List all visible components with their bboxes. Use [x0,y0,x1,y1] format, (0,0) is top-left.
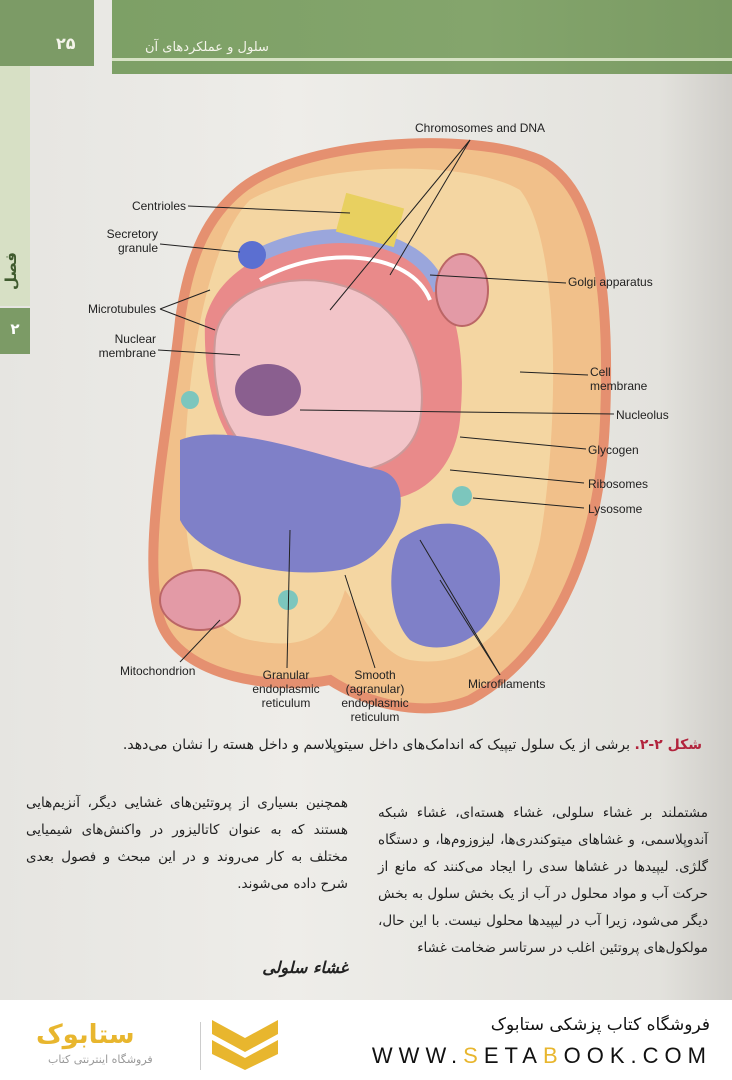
body-left-column: همچنین بسیاری از پروتئین‌های غشایی دیگر،… [26,795,348,892]
store-url[interactable]: WWW.SETABOOK.COM [372,1043,712,1069]
cell-diagram [148,138,615,714]
golgi-mito-shape [435,253,489,327]
logo-divider [200,1022,201,1070]
figure-caption: شکل ۲-۲. برشی از یک سلول تیپیک که اندامک… [12,737,702,753]
caption-label: شکل ۲-۲. [634,737,702,753]
label-mitochondrion: Mitochondrion [120,664,196,678]
shop-name: فروشگاه کتاب پزشکی ستابوک [490,1015,710,1035]
mitochondrion-shape [159,569,241,631]
url-part: OOK.COM [563,1043,712,1068]
caption-text: برشی از یک سلول تیپیک که اندامک‌های داخل… [122,737,631,753]
label-granular-er: Granular endoplasmic reticulum [252,668,320,710]
header-band [112,0,732,74]
running-title: سلول و عملکردهای آن [145,40,269,55]
secretory-granule-shape [238,241,266,269]
body-right-column: مشتملند بر غشاء سلولی، غشاء هسته‌ای، غشا… [378,805,708,956]
url-part: ETA [483,1043,543,1068]
label-centrioles: Centrioles [131,199,186,213]
centriole-shape [335,192,405,248]
chapter-tab [0,66,30,306]
label-smooth-er: Smooth (agranular) endoplasmic reticulum [341,668,409,724]
url-part-accent: S [463,1043,484,1068]
nucleolus-shape [235,364,301,416]
smooth-er-shape [391,523,500,648]
setabook-logo-text: ستابوک [36,1020,135,1050]
label-ribosomes: Ribosomes [588,477,649,491]
label-lysosome: Lysosome [588,502,643,516]
url-part: WWW. [371,1043,464,1068]
logo-subtitle: فروشگاه اینترنتی کتاب [48,1053,153,1066]
header-left-band [0,0,94,66]
label-chromosomes: Chromosomes and DNA [415,121,546,135]
header-rule [112,58,732,61]
label-microtubules: Microtubules [87,302,156,316]
setabook-chevron-logo-icon [212,1020,278,1070]
label-glycogen: Glycogen [588,443,639,457]
label-nuclear-membrane: Nuclear membrane [98,332,156,360]
store-footer [0,1000,732,1080]
section-heading: غشاء سلولی [262,958,348,977]
label-microfilaments: Microfilaments [468,677,546,691]
label-golgi: Golgi apparatus [568,275,653,289]
label-secretory-granule: Secretory granule [106,227,158,255]
label-cell-membrane: Cell membrane [590,365,648,393]
granular-er-shape [180,434,401,573]
label-nucleolus: Nucleolus [616,408,669,422]
chapter-tab-number: ۲ [0,308,30,354]
url-part-accent: B [542,1043,564,1068]
page-number: ۲۵ [56,34,76,53]
book-page: ۲۵ سلول و عملکردهای آن فصل ۲ Chromosomes… [0,0,732,1000]
